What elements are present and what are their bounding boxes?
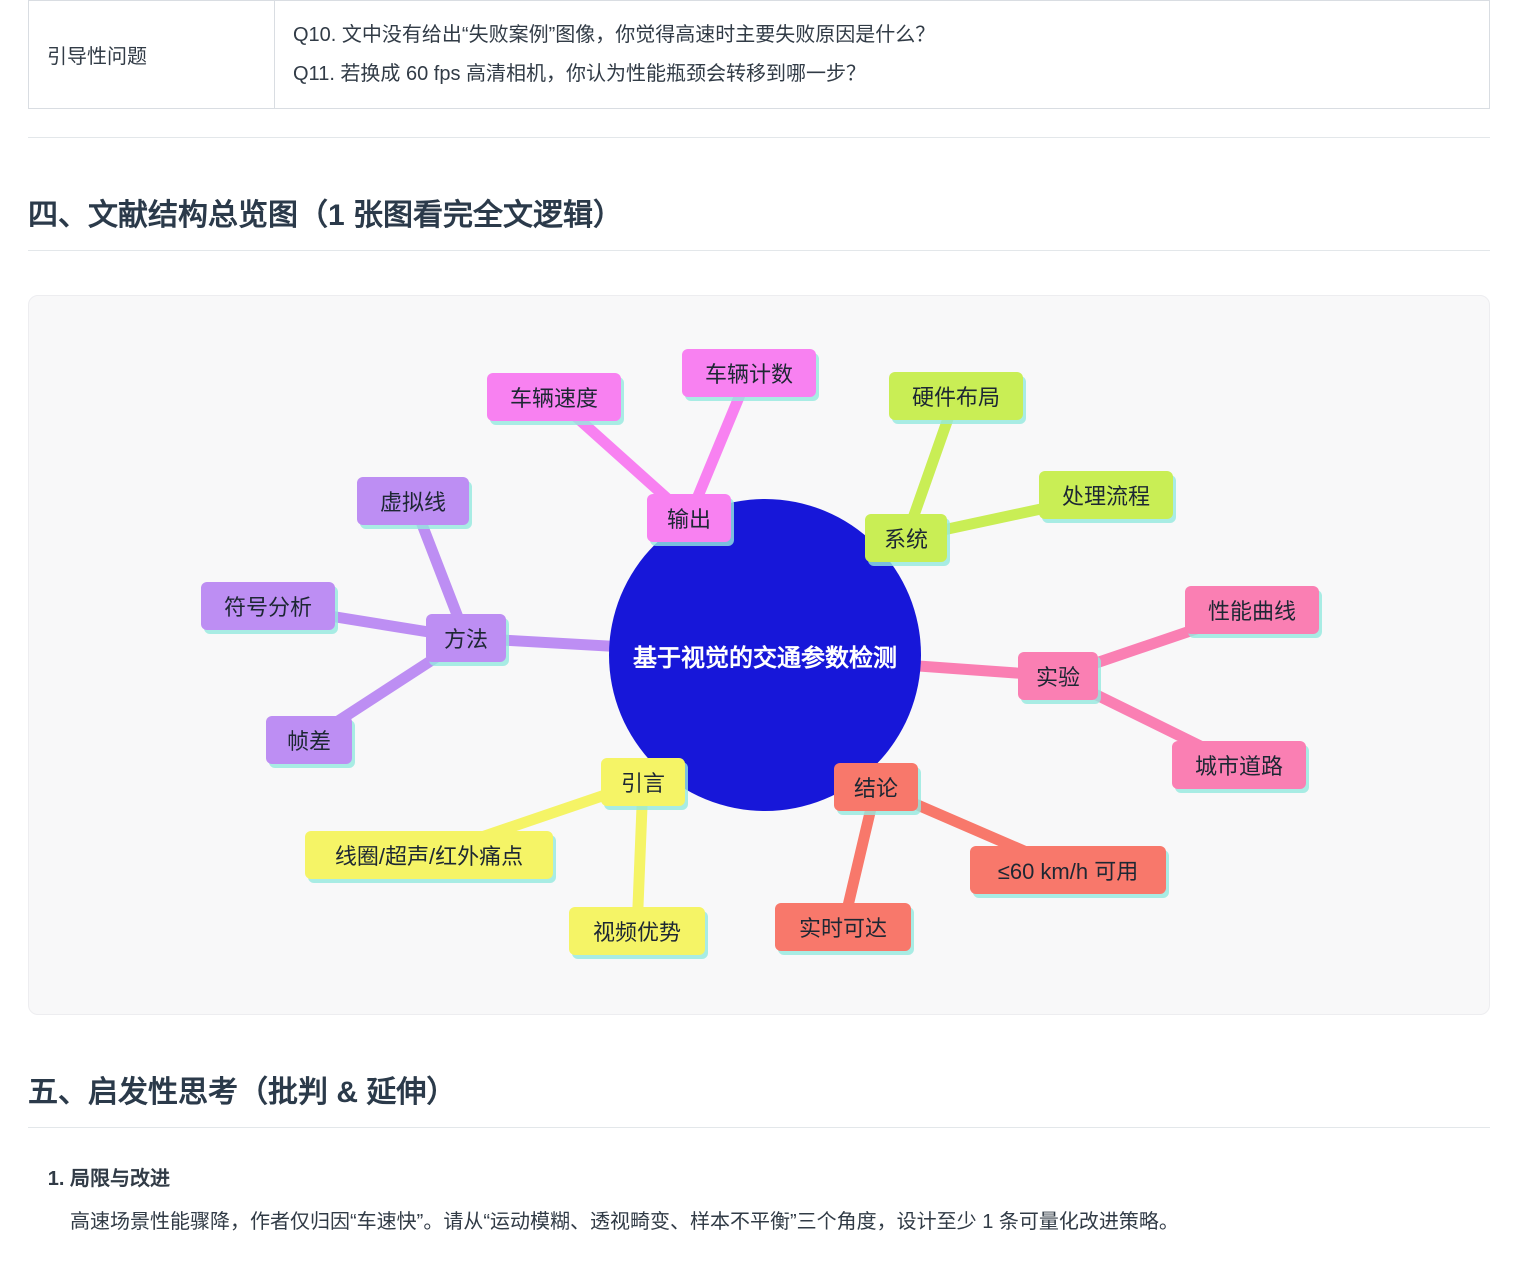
section5-heading: 五、启发性思考（批判 & 延伸） [28,1067,1490,1128]
section4-heading: 四、文献结构总览图（1 张图看完全文逻辑） [28,190,1490,251]
mindmap-leaf-hardware-layout: 硬件布局 [889,372,1023,420]
mindmap-node-system: 系统 [865,514,947,562]
mindmap-leaf-processing-flow: 处理流程 [1039,471,1173,519]
questions-cell: Q10. 文中没有给出“失败案例”图像，你觉得高速时主要失败原因是什么？ Q11… [274,0,1490,109]
mindmap-leaf-sensor-painpoints: 线圈/超声/红外痛点 [305,831,553,879]
table-row: 引导性问题 Q10. 文中没有给出“失败案例”图像，你觉得高速时主要失败原因是什… [28,0,1490,109]
mindmap-leaf-vehicle-speed: 车辆速度 [487,373,621,421]
mindmap-node-intro: 引言 [601,758,685,806]
mindmap-node-method: 方法 [426,614,506,662]
section-divider [28,137,1490,138]
mindmap-leaf-vehicle-count: 车辆计数 [682,349,816,397]
item-body: 高速场景性能骤降，作者仅归因“车速快”。请从“运动模糊、透视畸变、样本不平衡”三… [70,1211,1179,1233]
mindmap-node-conclusion: 结论 [834,763,918,811]
thinking-list: 局限与改进 高速场景性能骤降，作者仅归因“车速快”。请从“运动模糊、透视畸变、样… [28,1164,1490,1239]
mindmap-leaf-video-advantage: 视频优势 [569,907,705,955]
mindmap-leaf-virtual-line: 虚拟线 [357,477,469,525]
mindmap-leaf-60kmh-usable: ≤60 km/h 可用 [970,846,1166,894]
mindmap-leaf-frame-diff: 帧差 [266,716,352,764]
mindmap-leaf-urban-road: 城市道路 [1172,741,1306,789]
question-q10: Q10. 文中没有给出“失败案例”图像，你觉得高速时主要失败原因是什么？ [293,24,936,46]
row-label-cell: 引导性问题 [28,0,275,109]
list-item: 局限与改进 高速场景性能骤降，作者仅归因“车速快”。请从“运动模糊、透视畸变、样… [70,1164,1490,1239]
question-q11: Q11. 若换成 60 fps 高清相机，你认为性能瓶颈会转移到哪一步？ [293,63,867,85]
guide-questions-table: 引导性问题 Q10. 文中没有给出“失败案例”图像，你觉得高速时主要失败原因是什… [28,0,1490,109]
row-label: 引导性问题 [47,46,147,68]
mindmap-node-output: 输出 [647,494,731,542]
item-title: 局限与改进 [70,1168,170,1190]
mindmap-node-experiment: 实验 [1018,652,1098,700]
mindmap-leaf-realtime: 实时可达 [775,903,911,951]
mindmap-leaf-performance-curve: 性能曲线 [1185,586,1319,634]
mindmap-panel: 基于视觉的交通参数检测 输出 车辆速度 车辆计数 系统 硬件布局 处理流程 方法… [28,295,1490,1015]
mindmap-leaf-symbol-analysis: 符号分析 [201,582,335,630]
